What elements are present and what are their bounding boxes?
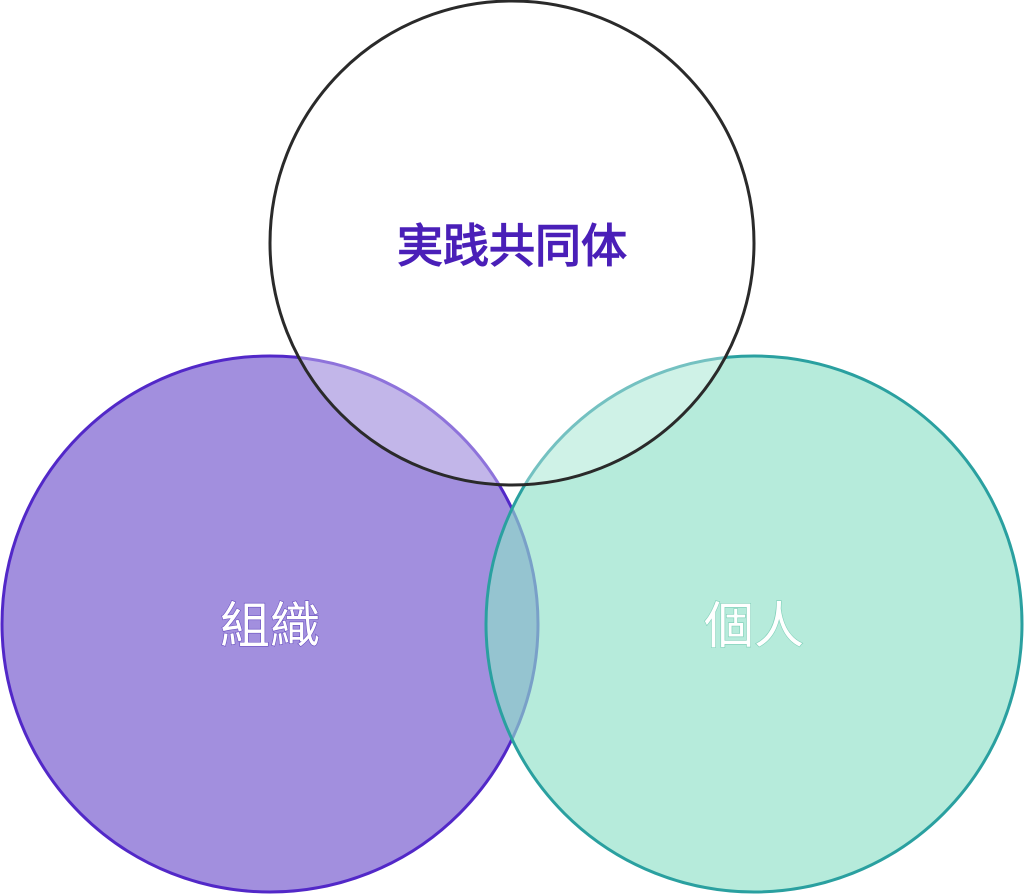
community-overlap-tint [270, 1, 754, 485]
organization-label: 組織 [220, 597, 320, 655]
community-circle [268, 0, 756, 487]
individual-label: 個人 [704, 597, 804, 655]
individual-circle [484, 354, 1024, 894]
community-label: 実践共同体 [397, 219, 627, 273]
